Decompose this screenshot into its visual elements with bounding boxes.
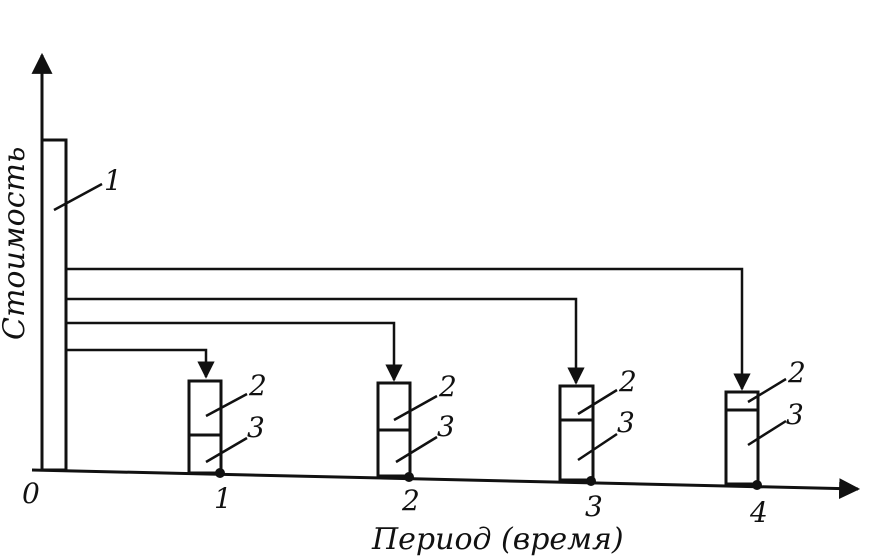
- period-bar-1: 2 3: [187, 369, 267, 478]
- initial-block-leader: [53, 182, 103, 212]
- period-bar-4-leader-2: [747, 377, 787, 404]
- period-bar-1-leader-2: [205, 392, 248, 418]
- flow-to-period-4: [66, 267, 751, 391]
- period-point-3: [586, 476, 596, 486]
- period-bar-2-leader-3: [395, 435, 438, 464]
- flow-to-period-1: [66, 348, 215, 379]
- period-bar-1-label-2: 2: [248, 369, 267, 402]
- period-bar-2-label-3: 3: [437, 410, 455, 443]
- period-label-1: 1: [214, 482, 232, 515]
- period-bar-4-leader-3: [747, 419, 787, 447]
- period-bar-3: 2 3: [558, 365, 637, 486]
- flow-to-period-3: [66, 297, 585, 385]
- period-bar-4-label-3: 3: [786, 398, 804, 431]
- x-axis: [31, 468, 861, 500]
- period-bar-3-label-2: 2: [618, 365, 637, 398]
- origin-label: 0: [22, 477, 40, 510]
- period-label-3: 3: [585, 490, 603, 523]
- period-label-2: 2: [401, 484, 420, 517]
- x-axis-title: Период (время): [371, 522, 624, 557]
- period-bar-2-leader-2: [393, 394, 438, 422]
- period-point-1: [215, 468, 225, 478]
- period-bar-3-outline: [558, 384, 595, 482]
- period-bar-3-leader-2: [577, 388, 618, 416]
- flow-to-period-2: [66, 321, 403, 382]
- period-bar-2-label-2: 2: [438, 370, 457, 403]
- initial-block-label: 1: [104, 164, 122, 197]
- period-bar-3-leader-3: [577, 432, 618, 462]
- period-bar-1-label-3: 3: [247, 411, 265, 444]
- period-bar-4-outline: [724, 390, 760, 486]
- period-label-4: 4: [749, 496, 768, 529]
- period-bar-3-label-3: 3: [617, 406, 635, 439]
- period-bar-1-outline: [187, 379, 223, 475]
- initial-cost-block: [40, 138, 68, 472]
- period-bar-1-leader-3: [205, 436, 248, 464]
- period-point-2: [404, 472, 414, 482]
- period-point-4: [752, 480, 762, 490]
- y-axis-title: Стоимость: [0, 147, 32, 340]
- period-bar-4: 2 3: [724, 356, 806, 490]
- period-bar-2: 2 3: [376, 370, 457, 482]
- period-bar-4-label-2: 2: [787, 356, 806, 389]
